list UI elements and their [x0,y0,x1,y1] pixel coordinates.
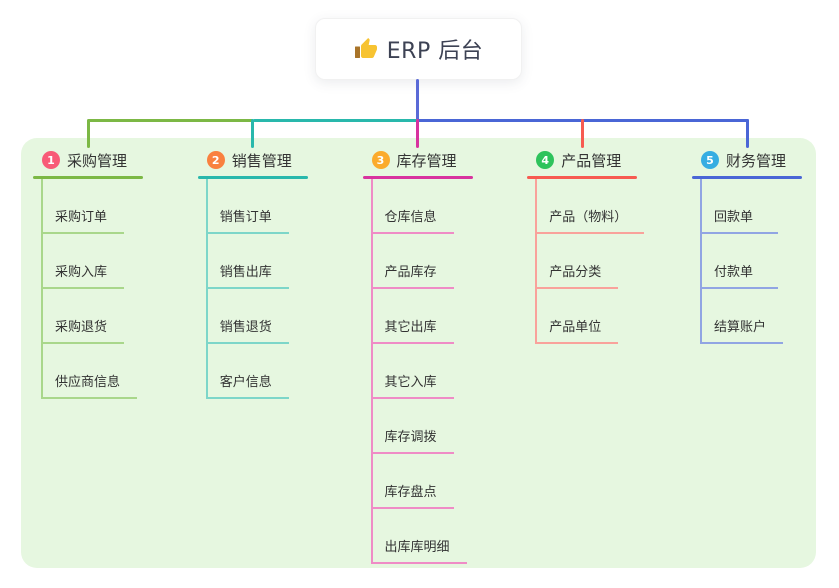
child-label: 其它出库 [384,320,437,336]
children-connector-line [535,179,538,342]
child-node[interactable]: 客户信息 [205,344,289,399]
connector-branch-drop [745,119,749,148]
child-node[interactable]: 其它出库 [370,289,454,344]
child-label: 回款单 [714,210,754,226]
branch-index-badge: 3 [371,151,390,169]
children-connector-line [370,179,373,562]
children-connector-line [205,179,208,397]
child-label: 产品分类 [549,265,602,281]
child-label: 供应商信息 [55,375,121,391]
child-label: 销售订单 [219,210,272,226]
root-node[interactable]: ERP 后台 [315,18,522,80]
root-label: ERP 后台 [386,39,484,64]
branch-node[interactable]: 1 采购管理 [33,147,183,173]
branch-node[interactable]: 2 销售管理 [198,147,348,173]
child-label: 库存调拨 [384,430,437,446]
branch-column: 2 销售管理 销售订单 销售出库 销售退货 客户信息 [197,147,348,399]
child-label: 库存盘点 [384,485,437,501]
branch-underline [527,176,638,179]
child-label: 结算账户 [714,320,767,336]
child-node[interactable]: 产品（物料） [535,179,645,234]
branch-index-badge: 2 [206,151,225,169]
child-label: 其它入库 [384,375,437,391]
branch-node[interactable]: 3 库存管理 [363,147,513,173]
branch-column: 1 采购管理 采购订单 采购入库 采购退货 供应商信息 [33,147,183,399]
children-connector-line [41,179,43,397]
branch-index-badge: 4 [536,151,555,169]
child-node[interactable]: 销售退货 [205,289,289,344]
branch-node[interactable]: 5 财务管理 [692,147,839,173]
child-label: 产品库存 [384,265,437,281]
children-connector-line [700,179,702,342]
branch-column: 5 财务管理 回款单 付款单 结算账户 [692,147,839,344]
child-label: 产品（物料） [549,210,628,226]
branch-column: 3 库存管理 仓库信息 产品库存 其它出库 其它入库 库存调拨 库存盘点 出库库… [362,147,513,564]
child-label: 采购入库 [55,265,108,281]
child-node[interactable]: 产品单位 [535,289,619,344]
connector-branch-drop [580,119,584,148]
branch-label: 产品管理 [561,151,622,170]
connector-branch-drop [416,119,419,148]
branch-column: 4 产品管理 产品（物料） 产品分类 产品单位 [527,147,677,344]
branch-node[interactable]: 4 产品管理 [527,147,677,173]
connector-root-drop [416,79,419,122]
child-label: 销售出库 [219,265,272,281]
child-node[interactable]: 销售出库 [205,234,289,289]
connector-branch-drop [251,119,255,148]
child-label: 付款单 [714,265,754,281]
child-node[interactable]: 回款单 [700,179,778,234]
branch-underline [362,176,473,179]
child-node[interactable]: 产品库存 [370,234,454,289]
child-label: 采购订单 [55,210,108,226]
branch-children: 销售订单 销售出库 销售退货 客户信息 [205,179,348,399]
branch-children: 产品（物料） 产品分类 产品单位 [535,179,677,344]
branch-label: 采购管理 [67,151,128,170]
bus-segment-teal [252,119,418,122]
branch-underline [33,176,143,179]
child-node[interactable]: 销售订单 [205,179,289,234]
child-label: 产品单位 [549,320,602,336]
branch-children: 回款单 付款单 结算账户 [700,179,839,344]
branch-label: 财务管理 [726,151,787,170]
branch-children: 仓库信息 产品库存 其它出库 其它入库 库存调拨 库存盘点 出库库明细 [370,179,513,564]
connector-branch-drop [86,119,90,148]
child-label: 客户信息 [219,375,272,391]
child-node[interactable]: 库存调拨 [370,399,454,454]
child-label: 出库库明细 [384,540,450,556]
child-node[interactable]: 仓库信息 [370,179,454,234]
branch-underline [692,176,802,179]
branches-panel [21,138,816,568]
child-node[interactable]: 付款单 [700,234,778,289]
child-label: 采购退货 [55,320,108,336]
branch-children: 采购订单 采购入库 采购退货 供应商信息 [41,179,183,399]
child-label: 销售退货 [219,320,272,336]
child-node[interactable]: 库存盘点 [370,454,454,509]
branch-index-badge: 5 [701,151,719,169]
branch-underline [197,176,308,179]
child-label: 仓库信息 [384,210,437,226]
child-node[interactable]: 采购退货 [41,289,125,344]
branch-label: 销售管理 [231,151,292,170]
bus-segment-green [88,119,253,122]
child-node[interactable]: 出库库明细 [370,509,467,564]
child-node[interactable]: 产品分类 [535,234,619,289]
branch-label: 库存管理 [396,151,457,170]
child-node[interactable]: 其它入库 [370,344,454,399]
thumbs-up-icon [354,38,377,58]
branch-index-badge: 1 [42,151,60,169]
child-node[interactable]: 供应商信息 [41,344,138,399]
child-node[interactable]: 结算账户 [700,289,784,344]
child-node[interactable]: 采购订单 [41,179,125,234]
child-node[interactable]: 采购入库 [41,234,125,289]
